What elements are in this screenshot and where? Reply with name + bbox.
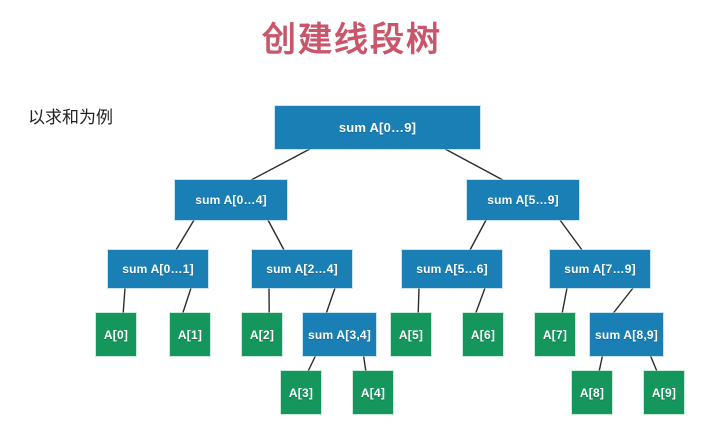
tree-node-n14: sum A[8,9] [590,313,663,356]
tree-edge [469,219,487,251]
tree-node-n12: A[6] [463,313,503,356]
tree-edge [475,287,486,314]
tree-node-label: sum A[0…4] [195,193,267,207]
tree-node-n2: sum A[5…9] [467,180,579,220]
tree-edge [250,148,311,181]
tree-node-n17: A[8] [572,371,612,414]
tree-node-label: sum A[2…4] [266,262,338,276]
tree-node-n13: A[7] [535,313,575,356]
tree-edge [598,355,604,372]
tree-node-label: A[9] [651,385,677,400]
tree-edge [267,219,285,251]
tree-edge [444,148,504,181]
tree-node-label: A[3] [288,385,314,400]
tree-node-n10: sum A[3,4] [303,313,376,356]
tree-node-n6: sum A[7…9] [550,250,650,288]
tree-node-n11: A[5] [391,313,431,356]
tree-edge [362,355,367,372]
tree-node-n9: A[2] [242,313,282,356]
tree-node-label: sum A[0…9] [338,120,417,135]
tree-node-n4: sum A[2…4] [252,250,352,288]
tree-node-label: sum A[5…9] [487,193,559,207]
tree-node-n18: A[9] [644,371,684,414]
tree-node-n8: A[1] [170,313,210,356]
page-title: 创建线段树 [262,20,442,60]
tree-node-n16: A[4] [353,371,393,414]
tree-node-label: sum A[8,9] [595,327,658,342]
tree-node-label: A[5] [398,327,424,342]
tree-node-label: A[2] [249,327,275,342]
tree-node-label: A[4] [360,385,386,400]
tree-node-label: A[0] [103,327,129,342]
tree-node-n0: sum A[0…9] [275,106,480,149]
tree-node-n5: sum A[5…6] [402,250,502,288]
tree-node-n1: sum A[0…4] [175,180,287,220]
subtitle-label: 以求和为例 [28,108,113,128]
tree-node-n3: sum A[0…1] [108,250,208,288]
tree-edge [649,355,658,372]
tree-node-label: sum A[0…1] [122,262,194,276]
tree-node-label: sum A[5…6] [416,262,488,276]
tree-node-n7: A[0] [96,313,136,356]
tree-edge [612,287,634,314]
tree-edge [417,287,420,314]
tree-node-label: sum A[7…9] [564,262,636,276]
tree-edge [175,219,195,251]
tree-edge [559,219,583,251]
tree-edge [561,287,568,314]
tree-node-label: A[1] [177,327,203,342]
tree-node-label: sum A[3,4] [308,327,371,342]
tree-node-label: A[7] [542,327,568,342]
tree-edge [182,287,192,314]
tree-node-label: A[8] [579,385,605,400]
tree-node-label: A[6] [470,327,496,342]
tree-edge [307,355,317,372]
tree-edge [122,287,126,314]
tree-edge [325,287,336,314]
tree-node-n15: A[3] [281,371,321,414]
